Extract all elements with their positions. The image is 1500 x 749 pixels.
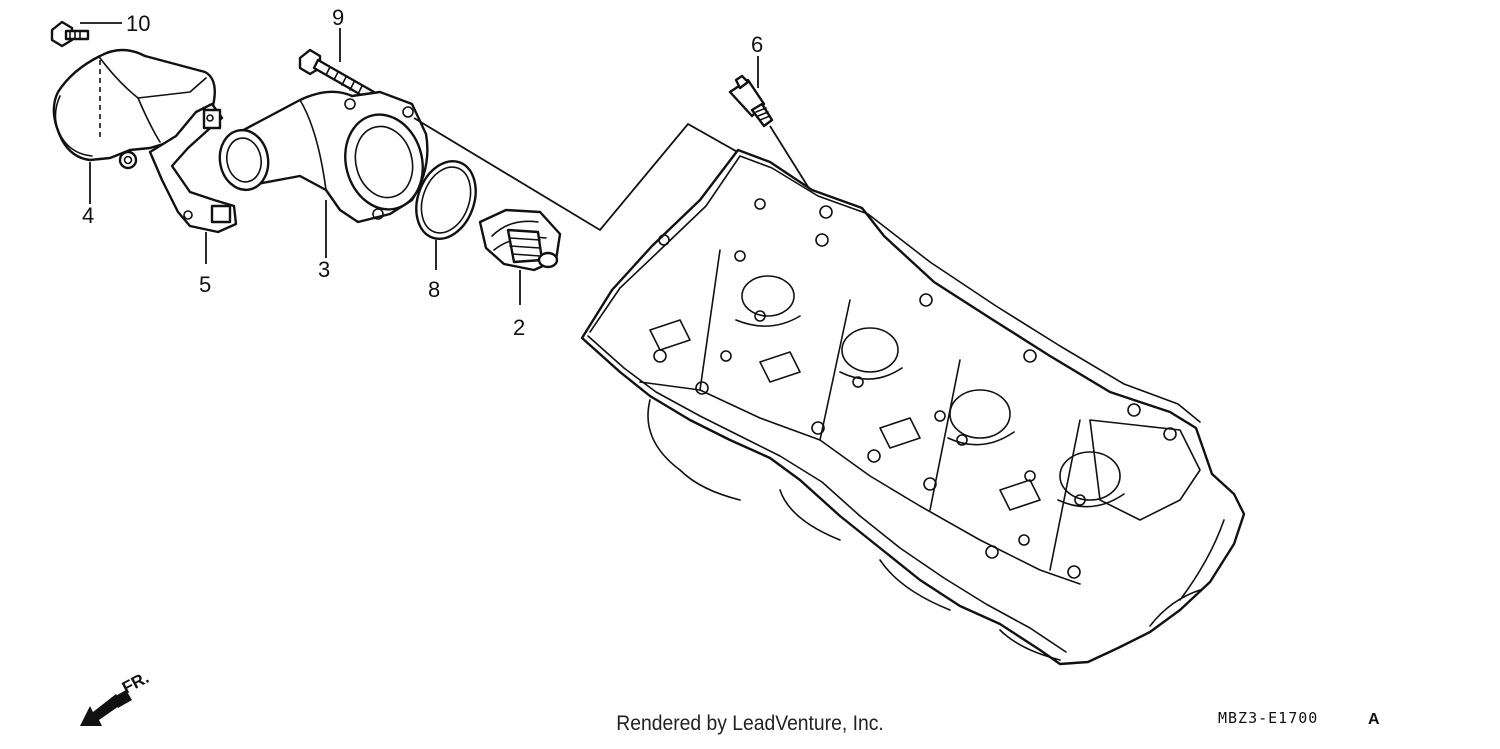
thermostat-2[interactable] <box>478 208 562 272</box>
cover-4[interactable] <box>52 48 216 170</box>
callout-10: 10 <box>126 11 150 36</box>
callout-9: 9 <box>332 5 344 30</box>
callout-8: 8 <box>428 277 440 302</box>
bolt-10[interactable] <box>50 20 90 48</box>
diagram-code: MBZ3-E1700 <box>1218 709 1318 727</box>
front-direction-arrow-icon <box>80 690 132 726</box>
render-credit: Rendered by LeadVenture, Inc. <box>616 712 884 735</box>
bracket-5[interactable] <box>148 102 238 234</box>
callout-3: 3 <box>318 257 330 282</box>
o-ring-8[interactable] <box>406 153 486 247</box>
callout-2: 2 <box>513 315 525 340</box>
thermostat-housing-3[interactable] <box>215 90 433 224</box>
cylinder-head <box>580 148 1246 666</box>
temp-sensor-6[interactable] <box>728 74 774 128</box>
diagram-code-suffix: A <box>1368 711 1380 728</box>
callout-6: 6 <box>751 32 763 57</box>
callout-5: 5 <box>199 272 211 297</box>
callout-4: 4 <box>82 203 94 228</box>
